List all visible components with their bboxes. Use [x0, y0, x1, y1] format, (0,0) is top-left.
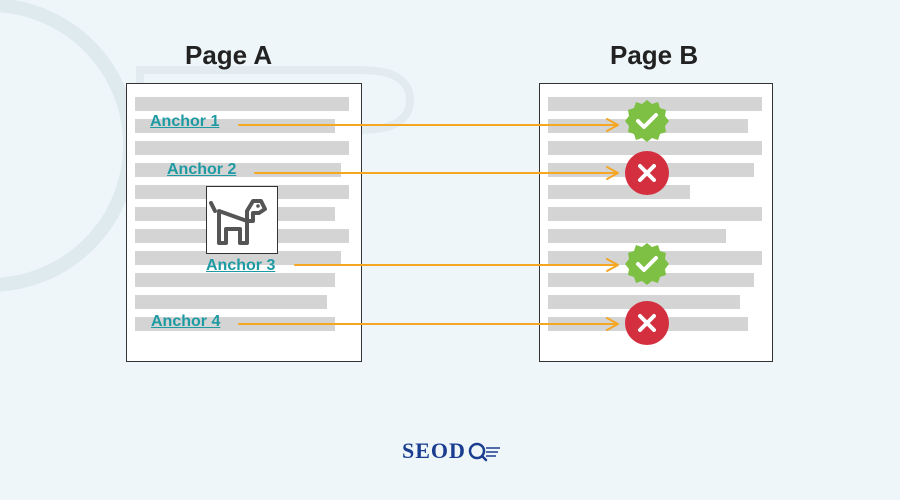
- seod-logo: SEOD: [402, 438, 502, 468]
- page-a-title: Page A: [185, 40, 273, 70]
- page-b-title: Page B: [610, 40, 699, 70]
- text-line: [135, 97, 349, 111]
- text-line: [135, 119, 335, 133]
- cross-badge-icon: [625, 151, 669, 195]
- text-line: [135, 295, 327, 309]
- anchor-1-link[interactable]: Anchor 1: [150, 113, 220, 130]
- text-line: [135, 317, 335, 331]
- text-line: [135, 141, 349, 155]
- check-badge-icon: [625, 100, 669, 142]
- text-line: [135, 163, 341, 177]
- image-placeholder: [206, 186, 278, 254]
- text-line: [548, 229, 726, 243]
- anchor-4-link[interactable]: Anchor 4: [151, 313, 221, 330]
- dog-icon: [209, 199, 267, 245]
- anchor-3-link[interactable]: Anchor 3: [206, 257, 276, 274]
- check-badge-icon: [625, 243, 669, 285]
- anchor-2-link[interactable]: Anchor 2: [167, 161, 237, 178]
- text-line: [548, 141, 762, 155]
- text-line: [135, 273, 335, 287]
- text-line: [548, 207, 762, 221]
- page-a-document: [126, 83, 362, 362]
- text-line: [135, 251, 341, 265]
- magnifier-icon: [468, 442, 500, 462]
- cross-badge-icon: [625, 301, 669, 345]
- logo-text: SEOD: [402, 438, 466, 463]
